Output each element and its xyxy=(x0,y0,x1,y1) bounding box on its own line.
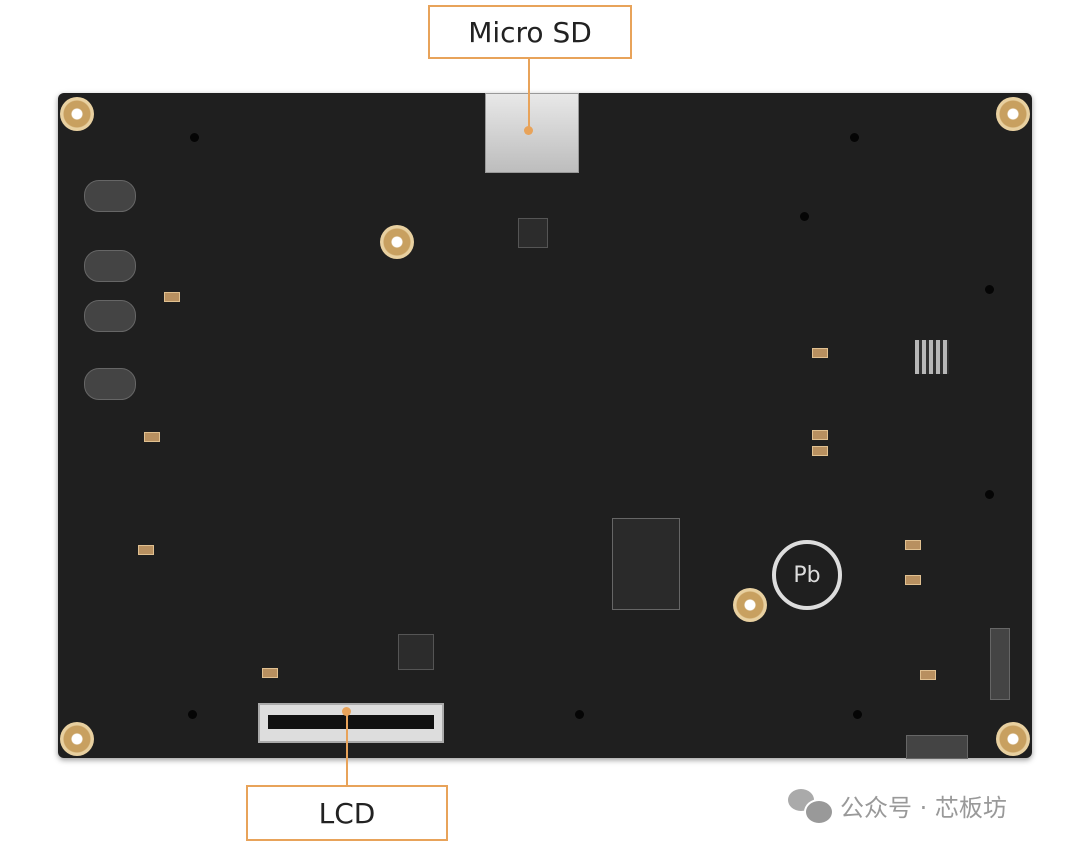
lcd-leader-dot xyxy=(342,707,351,716)
chip xyxy=(518,218,548,248)
pad xyxy=(812,446,828,456)
component xyxy=(84,180,136,212)
component xyxy=(612,518,680,610)
qr-code xyxy=(915,340,949,374)
watermark: 公众号 · 芯板坊 xyxy=(788,788,1007,825)
component xyxy=(84,300,136,332)
lcd-label: LCD xyxy=(318,796,376,830)
pad xyxy=(164,292,180,302)
pad xyxy=(920,670,936,680)
mounting-hole xyxy=(380,225,414,259)
mounting-hole xyxy=(996,97,1030,131)
pad xyxy=(812,348,828,358)
via xyxy=(850,133,859,142)
wechat-icon xyxy=(788,788,834,825)
via xyxy=(800,212,809,221)
lcd-leader-line xyxy=(346,712,348,785)
via xyxy=(575,710,584,719)
pcb-board xyxy=(58,93,1032,758)
lcd-connector xyxy=(258,703,444,743)
via xyxy=(853,710,862,719)
mounting-hole xyxy=(60,722,94,756)
pad xyxy=(262,668,278,678)
watermark-text: 公众号 · 芯板坊 xyxy=(840,794,1007,822)
via xyxy=(188,710,197,719)
micro-sd-leader-dot xyxy=(524,126,533,135)
micro-sd-leader-line xyxy=(528,57,530,130)
mounting-hole xyxy=(733,588,767,622)
component xyxy=(84,368,136,400)
component xyxy=(906,735,968,759)
chip xyxy=(398,634,434,670)
mounting-hole xyxy=(996,722,1030,756)
lcd-callout: LCD xyxy=(246,785,448,841)
micro-sd-label: Micro SD xyxy=(468,15,592,49)
component xyxy=(84,250,136,282)
via xyxy=(985,490,994,499)
pad xyxy=(905,575,921,585)
lead-free-text: Pb xyxy=(793,562,821,588)
pad xyxy=(144,432,160,442)
component xyxy=(990,628,1010,700)
pad xyxy=(812,430,828,440)
via xyxy=(190,133,199,142)
micro-sd-callout: Micro SD xyxy=(428,5,632,59)
pad xyxy=(138,545,154,555)
mounting-hole xyxy=(60,97,94,131)
lead-free-mark: Pb xyxy=(772,540,842,610)
pad xyxy=(905,540,921,550)
via xyxy=(985,285,994,294)
